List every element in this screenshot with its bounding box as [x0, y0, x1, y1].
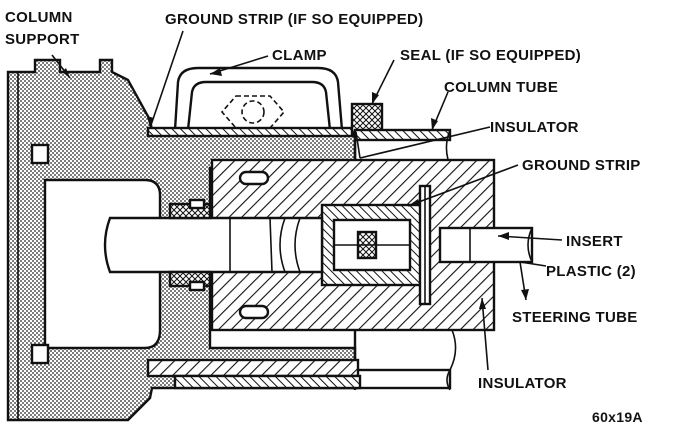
column-tube-lower — [353, 368, 452, 390]
retainer-upper — [188, 198, 206, 210]
steering-tube — [438, 226, 534, 264]
flange-notch-upper — [30, 143, 50, 165]
label-steering-tube: STEERING TUBE — [512, 309, 638, 326]
label-clamp: CLAMP — [272, 47, 327, 64]
lower-band-2 — [173, 374, 362, 390]
ground-strip-top — [146, 126, 362, 138]
label-column-support-2: SUPPORT — [5, 31, 80, 48]
label-insert: INSERT — [566, 233, 623, 250]
flange-notch-lower — [30, 343, 50, 365]
label-plastic: PLASTIC (2) — [546, 263, 636, 280]
leader-lines — [51, 30, 563, 371]
callout-labels: COLUMN SUPPORT GROUND STRIP (IF SO EQUIP… — [5, 9, 643, 425]
housing-slot-upper — [238, 170, 270, 186]
housing-slot-lower — [238, 304, 270, 320]
label-seal: SEAL (IF SO EQUIPPED) — [400, 47, 581, 64]
clamp-bolt — [220, 95, 286, 129]
label-ground-strip-top: GROUND STRIP (IF SO EQUIPPED) — [165, 11, 423, 28]
label-insulator-top: INSULATOR — [490, 119, 579, 136]
label-column-support-1: COLUMN — [5, 9, 73, 26]
steering-shaft — [103, 216, 324, 274]
column-tube-upper — [353, 128, 452, 142]
label-ground-strip-right: GROUND STRIP — [522, 157, 641, 174]
lower-band — [146, 358, 360, 378]
label-figure-code: 60x19A — [592, 409, 643, 425]
label-column-tube: COLUMN TUBE — [444, 79, 558, 96]
label-insulator-bottom: INSULATOR — [478, 375, 567, 392]
retainer-lower — [188, 280, 206, 292]
